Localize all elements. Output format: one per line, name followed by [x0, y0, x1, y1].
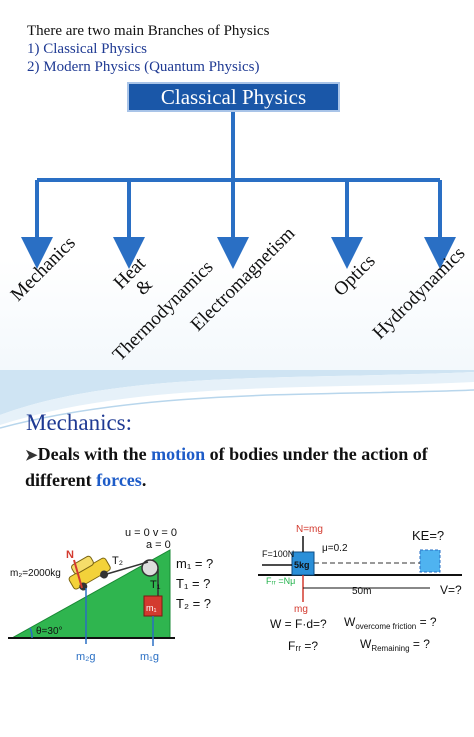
angle-arc: [29, 627, 33, 639]
work-question: W = F·d=?: [270, 617, 327, 631]
question-t2: T₂ = ?: [176, 596, 211, 611]
list-number: 1): [27, 41, 40, 57]
mass-label: 5kg: [294, 560, 310, 570]
intro-heading: There are two main Branches of Physics: [27, 23, 270, 39]
rope-t2: [99, 561, 149, 577]
question-m1: m₁ = ?: [176, 556, 213, 571]
t2-label: T₂: [112, 555, 123, 567]
angle-label: θ=30°: [36, 626, 63, 637]
accel-label: a = 0: [146, 539, 171, 551]
branch-tree: Mechanics Heat & Thermodynamics Electrom…: [7, 112, 470, 366]
list-item-modern: 2) Modern Physics (Quantum Physics): [27, 58, 269, 76]
list-item-classical: 1) Classical Physics: [27, 40, 269, 58]
desc-highlight-motion: motion: [151, 444, 206, 464]
m2g-label: m₂g: [76, 651, 96, 663]
desc-prefix: Deals with the: [37, 444, 152, 464]
work-overcome-label: Wovercome friction = ?: [344, 615, 437, 631]
question-t1: T₁ = ?: [176, 576, 210, 591]
v-label: V=?: [440, 583, 462, 597]
t1-label: T₁: [150, 579, 161, 591]
ke-label: KE=?: [412, 528, 444, 543]
friction-question: Fᵣᵣ =?: [288, 639, 318, 653]
mg-label: mg: [294, 604, 308, 615]
desc-end: .: [141, 470, 147, 490]
slide-branches: There are two main Branches of Physics 1…: [0, 0, 474, 370]
normal-label: N: [66, 549, 74, 561]
mu-label: μ=0.2: [322, 543, 348, 554]
force-label: F=100N: [262, 549, 294, 559]
incline-pulley-diagram: m₁ N θ=30° u = 0 v = 0 a = 0 m₂=2000kg T…: [8, 524, 462, 663]
distance-label: 50m: [352, 586, 371, 597]
slide-mechanics: Mechanics: ➤Deals with the motion of bod…: [0, 370, 474, 737]
block-final-dashed: [419, 549, 441, 573]
branch-label-hydrodynamics: Hydrodynamics: [369, 243, 470, 344]
root-node-classical-physics: Classical Physics: [127, 82, 340, 112]
wave-header-decoration: [0, 370, 474, 429]
pulley-wheel: [141, 559, 159, 577]
intro-text: There are two main Branches of Physics 1…: [27, 22, 269, 76]
desc-highlight-forces: forces: [96, 470, 142, 490]
normal-mg-label: N=mg: [296, 524, 323, 535]
list-number: 2): [27, 59, 40, 75]
bullet-arrow: ➤: [25, 448, 38, 464]
velocity-label: u = 0 v = 0: [125, 527, 177, 539]
branch-label-optics: Optics: [330, 251, 380, 301]
m1g-label: m₁g: [140, 651, 159, 663]
mechanics-description: ➤Deals with the motion of bodies under t…: [25, 442, 455, 492]
friction-label: Fᵣᵣ =Nμ: [266, 576, 295, 586]
m1-box-label: m₁: [146, 603, 157, 613]
branch-label-mechanics: Mechanics: [7, 232, 80, 305]
work-remaining-label: WRemaining = ?: [360, 637, 430, 653]
normal-force-arrow: [73, 559, 83, 589]
list-text: Modern Physics (Quantum Physics): [43, 59, 260, 75]
section-title: Mechanics:: [26, 410, 133, 435]
list-text: Classical Physics: [43, 41, 147, 57]
m2-label: m₂=2000kg: [10, 568, 61, 579]
desc-middle: of bodies under the action of different: [25, 444, 428, 490]
